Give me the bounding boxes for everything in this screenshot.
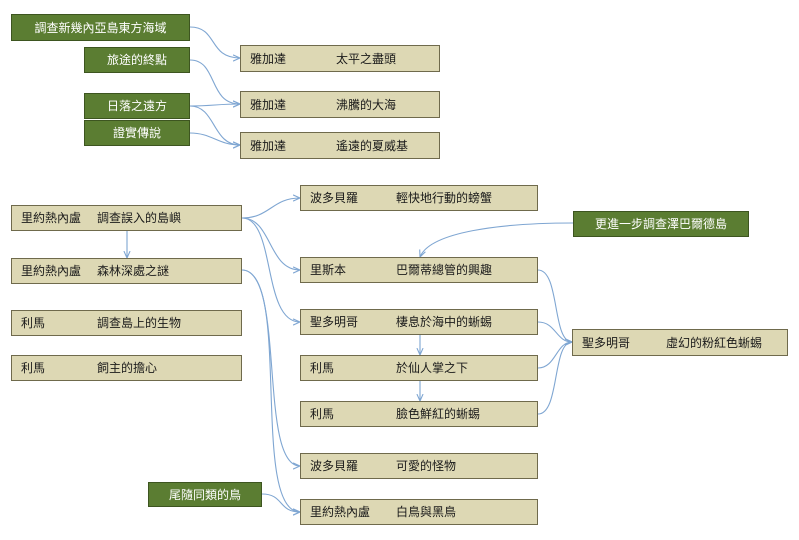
quest-node[interactable]: 雅加達 太平之盡頭 (240, 45, 440, 72)
link-q4-q9 (241, 217, 300, 270)
quest-title: 飼主的擔心 (97, 361, 158, 375)
quest-title: 調查島上的生物 (97, 316, 182, 330)
quest-node[interactable]: 利馬 飼主的擔心 (11, 355, 242, 381)
link-q4-q10 (241, 217, 300, 322)
quest-node[interactable]: 波多貝羅 可愛的怪物 (300, 453, 538, 479)
quest-port: 雅加達 (250, 138, 287, 153)
quest-port: 利馬 (310, 407, 335, 421)
quest-node[interactable]: 里斯本 巴爾蒂總管的興趣 (300, 257, 538, 283)
quest-port: 聖多明哥 (582, 335, 631, 350)
quest-node[interactable]: 聖多明哥 虛幻的粉紅色蜥蜴 (572, 329, 788, 356)
link-q11-q15 (537, 342, 572, 369)
event-node[interactable]: 日落之遠方 (84, 93, 190, 119)
quest-title: 虛幻的粉紅色蜥蜴 (666, 335, 763, 350)
quest-node[interactable]: 利馬 於仙人掌之下 (300, 355, 538, 381)
event-label: 旅途的終點 (106, 53, 167, 67)
event-node[interactable]: 更進一步調查澤巴爾德島 (573, 211, 749, 237)
quest-node[interactable]: 利馬 臉色鮮紅的蜥蜴 (300, 401, 538, 427)
quest-port: 利馬 (310, 361, 335, 375)
quest-title: 棲息於海中的蜥蜴 (396, 315, 493, 329)
quest-port: 聖多明哥 (310, 315, 359, 329)
link-e1-q1 (189, 26, 240, 58)
event-node[interactable]: 調查新幾內亞島東方海域 (11, 14, 190, 41)
event-label: 調查新幾內亞島東方海域 (34, 20, 167, 35)
quest-node[interactable]: 雅加達 沸騰的大海 (240, 91, 440, 118)
quest-node[interactable]: 里約熱內盧 森林深處之謎 (11, 258, 242, 284)
quest-port: 雅加達 (250, 97, 287, 112)
link-q10-q15 (537, 321, 572, 342)
quest-port: 利馬 (21, 361, 46, 375)
quest-node[interactable]: 利馬 調查島上的生物 (11, 310, 242, 336)
link-e3-q2 (189, 104, 240, 106)
quest-port: 波多貝羅 (310, 191, 359, 205)
connector-lines (127, 26, 574, 512)
quest-title: 巴爾蒂總管的興趣 (396, 263, 493, 277)
quest-node[interactable]: 波多貝羅 輕快地行動的螃蟹 (300, 185, 538, 211)
event-node[interactable]: 旅途的終點 (84, 47, 190, 73)
quest-title: 遙遠的夏威基 (336, 138, 409, 153)
quest-port: 雅加達 (250, 51, 287, 66)
quest-title: 白鳥與黑鳥 (396, 505, 457, 519)
quest-title: 沸騰的大海 (336, 97, 397, 112)
quest-title: 太平之盡頭 (336, 51, 397, 66)
event-node[interactable]: 證實傳說 (84, 120, 190, 146)
event-label: 日落之遠方 (106, 99, 167, 113)
quest-node[interactable]: 里約熱內盧 白鳥與黑鳥 (300, 499, 538, 525)
link-e4-q3 (189, 132, 240, 145)
event-label: 尾隨同類的鳥 (168, 487, 241, 502)
event-label: 更進一步調查澤巴爾德島 (594, 217, 727, 231)
quest-title: 可愛的怪物 (396, 459, 457, 473)
quest-port: 里斯本 (310, 263, 347, 277)
link-q5-q13 (241, 269, 300, 466)
link-e2-q2 (189, 59, 240, 104)
quest-title: 輕快地行動的螃蟹 (396, 191, 493, 205)
link-q4-q8 (241, 198, 300, 219)
quest-port: 利馬 (21, 316, 46, 330)
quest-port: 里約熱內盧 (310, 505, 371, 519)
quest-node[interactable]: 里約熱內盧 調查誤入的島嶼 (11, 205, 242, 231)
link-q12-q15 (537, 342, 572, 415)
quest-title: 調查誤入的島嶼 (97, 211, 182, 225)
event-label: 證實傳說 (112, 126, 161, 140)
quest-node[interactable]: 雅加達 遙遠的夏威基 (240, 132, 440, 159)
quest-port: 波多貝羅 (310, 459, 359, 473)
quest-node[interactable]: 聖多明哥 棲息於海中的蜥蜴 (300, 309, 538, 335)
quest-title: 森林深處之謎 (97, 264, 170, 278)
quest-port: 里約熱內盧 (21, 264, 82, 278)
quest-title: 臉色鮮紅的蜥蜴 (396, 407, 481, 421)
link-q5-q14 (241, 269, 300, 512)
link-e6-q14 (261, 493, 300, 512)
link-e5-q9 (420, 222, 574, 257)
quest-title: 於仙人掌之下 (396, 361, 469, 375)
quest-port: 里約熱內盧 (21, 211, 82, 225)
event-node[interactable]: 尾隨同類的鳥 (148, 482, 262, 507)
